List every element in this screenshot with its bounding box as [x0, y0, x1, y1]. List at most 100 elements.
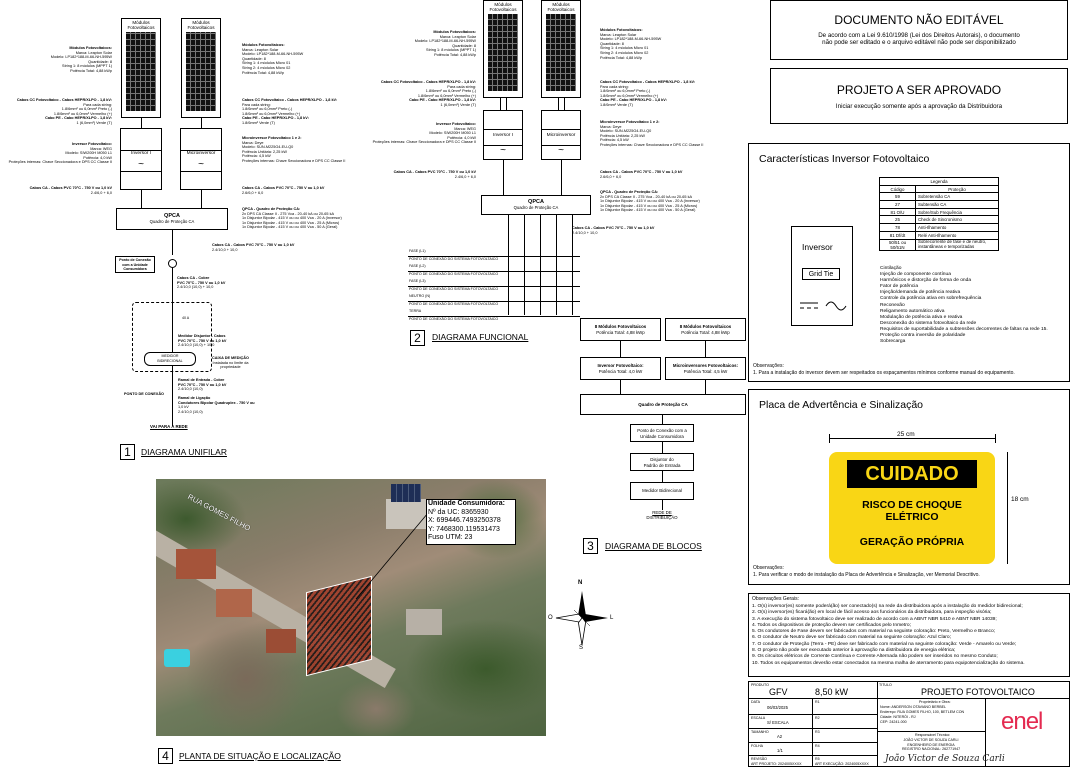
text-label: 2.6/6,0 + 6,0	[242, 190, 264, 195]
qpca-specs: QPCA - Quadro de Proteção CA:2x DPS CA C…	[242, 207, 342, 230]
text-label: 7. O condutor de Proteção (Terra - PE) d…	[752, 641, 1017, 647]
text-label: String 1: 8 módulos (MPPT 1)	[62, 64, 112, 69]
text-label: 1x Disjuntor Bipolar - 415 V ou ou 400 V…	[242, 216, 342, 221]
text-label: Microinversores Fotovoltaicos:	[672, 363, 739, 368]
legend-protection: Anti-Ilhamento	[915, 223, 999, 232]
text-label: Marca: Leapton Solar	[439, 34, 476, 39]
stamp-text: De acordo com a Lei 9.610/1998 (Lei dos …	[818, 32, 1020, 39]
text-label: Ponto de Conexão com a	[637, 428, 687, 433]
line	[558, 98, 559, 110]
text-label: R1	[815, 700, 820, 704]
titulo-value: PROJETO FOTOVOLTAICO	[921, 687, 1035, 697]
text-label: 1.8/6mm² ou 6,0mm² Preto (-)	[242, 107, 293, 112]
text-label: Inversor Fotovoltaico:	[436, 122, 476, 126]
text-label: REGISTRO NACIONAL: 262771947	[901, 747, 961, 752]
text-label: Harmônicos e distorção de forma de onda	[880, 278, 972, 284]
text-label: Modelo: SUN-M225G4-EU-Q0	[600, 129, 652, 134]
module-specs: Módulos Fotovoltaicos:Marca: Leapton Sol…	[382, 30, 476, 58]
text-label: Condutores Bipolar Quadruplex - 750 V ou	[178, 400, 255, 405]
text-label: Desconexão do sistema fotovoltaico da re…	[880, 320, 977, 326]
text-label: Cabo PE - Cabo HEPR/XLPO - 1,8 kV:	[409, 98, 476, 103]
inverter-specs: Microinversor Fotovoltaico 1 e 2:Marca: …	[242, 136, 345, 164]
text-label: Nº da UC: 8365930	[428, 508, 489, 516]
text-label: FOLHA	[751, 744, 763, 748]
text-label: Marca: Leapton Solar	[242, 47, 279, 52]
text-label: Cabos CC Fotovoltaico - Cabos HEPR/XLPO …	[16, 98, 112, 102]
text-label: propriedade	[220, 365, 241, 369]
line	[201, 118, 202, 128]
text-label: 2.4/10,0 + 10,0	[572, 230, 598, 235]
microinverter-block: Microinversor~	[180, 128, 222, 190]
line	[749, 728, 877, 729]
text-label: Modulação de potência ativa e reativa	[880, 314, 963, 320]
line	[705, 341, 706, 357]
section-number: 3	[583, 538, 598, 554]
stamp-text: Iniciar execução somente após a aprovaçã…	[835, 103, 1003, 110]
text-label: Endereço:	[880, 710, 897, 714]
text-label: 1x Disjuntor Bipolar - 415 V ou ou 400 V…	[600, 208, 696, 213]
text-label: Cabos CA - Cabos PVC 70°C - 750 V ou 1,0…	[212, 243, 295, 247]
text-label: String 1: 4 módulos Micro 01	[600, 46, 649, 51]
line	[995, 434, 996, 443]
legend-protection: Check de Sincronismo	[915, 215, 999, 225]
text-label: 1x Disjuntor Bipolar - 415 V ou ou 400 V…	[600, 203, 698, 208]
compass-south: S	[579, 645, 584, 651]
text-label: Ponto de Conexão	[119, 258, 151, 262]
text-label: Nome:	[880, 705, 891, 709]
text-label: FASE (L1)	[409, 249, 426, 253]
text-label: Grid Tie	[808, 271, 834, 278]
text-label: PONTO DE CONEXÃO DO SISTEMA FOTOVOLTAICO	[409, 302, 499, 306]
text-label: 1x Disjuntor Bipolar - 415 V ou ou 400 V…	[242, 220, 340, 225]
text-label: PONTO DE CONEXÃO DO SISTEMA FOTOVOLTAICO	[409, 257, 499, 261]
approval-stamp: PROJETO A SER APROVADO Iniciar execução …	[770, 68, 1068, 124]
solar-panels	[391, 484, 421, 502]
text-label: Potência Total: 4,88 kWp	[242, 70, 284, 75]
legend-code: 81 Df/dt	[879, 230, 916, 240]
text-label: Inversor I	[493, 133, 513, 138]
text-label: Potência Total: 4,88 kWp	[70, 68, 112, 73]
line	[662, 500, 663, 510]
section-title: DIAGRAMA UNIFILAR	[141, 447, 227, 457]
module-specs: Módulos Fotovoltaicos:Marca: Leapton Sol…	[242, 43, 303, 75]
legend-code: 81 O/U	[879, 207, 916, 217]
text-label: Medidor Bidirecional	[642, 488, 682, 493]
panel-title: Placa de Advertência e Sinalização	[759, 399, 924, 411]
line	[556, 215, 557, 315]
dc-cable-specs: Cabos CC Fotovoltaico - Cabos HEPR/XLPO …	[366, 80, 476, 108]
text-label: Fuso UTM: 23	[428, 534, 473, 541]
general-observations: Observações Gerais: 1. O(s) inversor(es)…	[748, 593, 1070, 677]
sign-height-label: 18 cm	[1011, 496, 1029, 503]
text-label: Cidade:	[880, 715, 893, 719]
text-label: Cabos CA - Cabos PVC 70°C - 750 V ou 1,0…	[600, 170, 683, 174]
text-label: Disjuntor do	[650, 457, 674, 462]
line	[172, 366, 173, 426]
text-label: Potência Total: 4,5 kW	[683, 368, 728, 374]
stamp-title: PROJETO A SER APROVADO	[836, 83, 1002, 97]
observation-item: 1. Para a instalação do inversor devem s…	[753, 370, 1015, 376]
text-label: 1.8/6mm² ou 6,0mm² Vermelho (+)	[53, 111, 112, 116]
text-label: Quantidade: 8	[242, 56, 266, 61]
text-label: 2.4/10,0 (10,0) + 10,0	[177, 285, 214, 290]
text-label: Proteções internas: Chave Seccionadora e…	[8, 160, 112, 165]
text-label: Proteções internas: Chave Seccionadora e…	[372, 140, 476, 145]
line	[877, 731, 985, 732]
pool	[164, 649, 190, 667]
line	[829, 438, 995, 439]
pv-module-string-2: Módulos Fotovoltaicos	[541, 0, 581, 98]
text-label: R2	[815, 716, 820, 720]
leader-line	[355, 512, 429, 600]
text-label: PVC 70°C - 750 V ou 1,0 kV	[178, 382, 227, 387]
text-label: Modelo: LP182*188-M-66-NH-595W	[242, 52, 304, 57]
text-label: Instalada no limite da	[212, 360, 249, 365]
text-label: 2.4/10,0 (10,0) + 10,0	[178, 343, 215, 348]
text-label: Quadro de Proteção CA	[149, 219, 195, 224]
text-label: PONTO DE CONEXÃO DO SISTEMA FOTOVOLTAICO	[409, 272, 499, 276]
text-label: NITERÓI - RJ	[893, 715, 916, 719]
line	[705, 380, 706, 394]
text-label: REDE DE	[652, 510, 672, 515]
